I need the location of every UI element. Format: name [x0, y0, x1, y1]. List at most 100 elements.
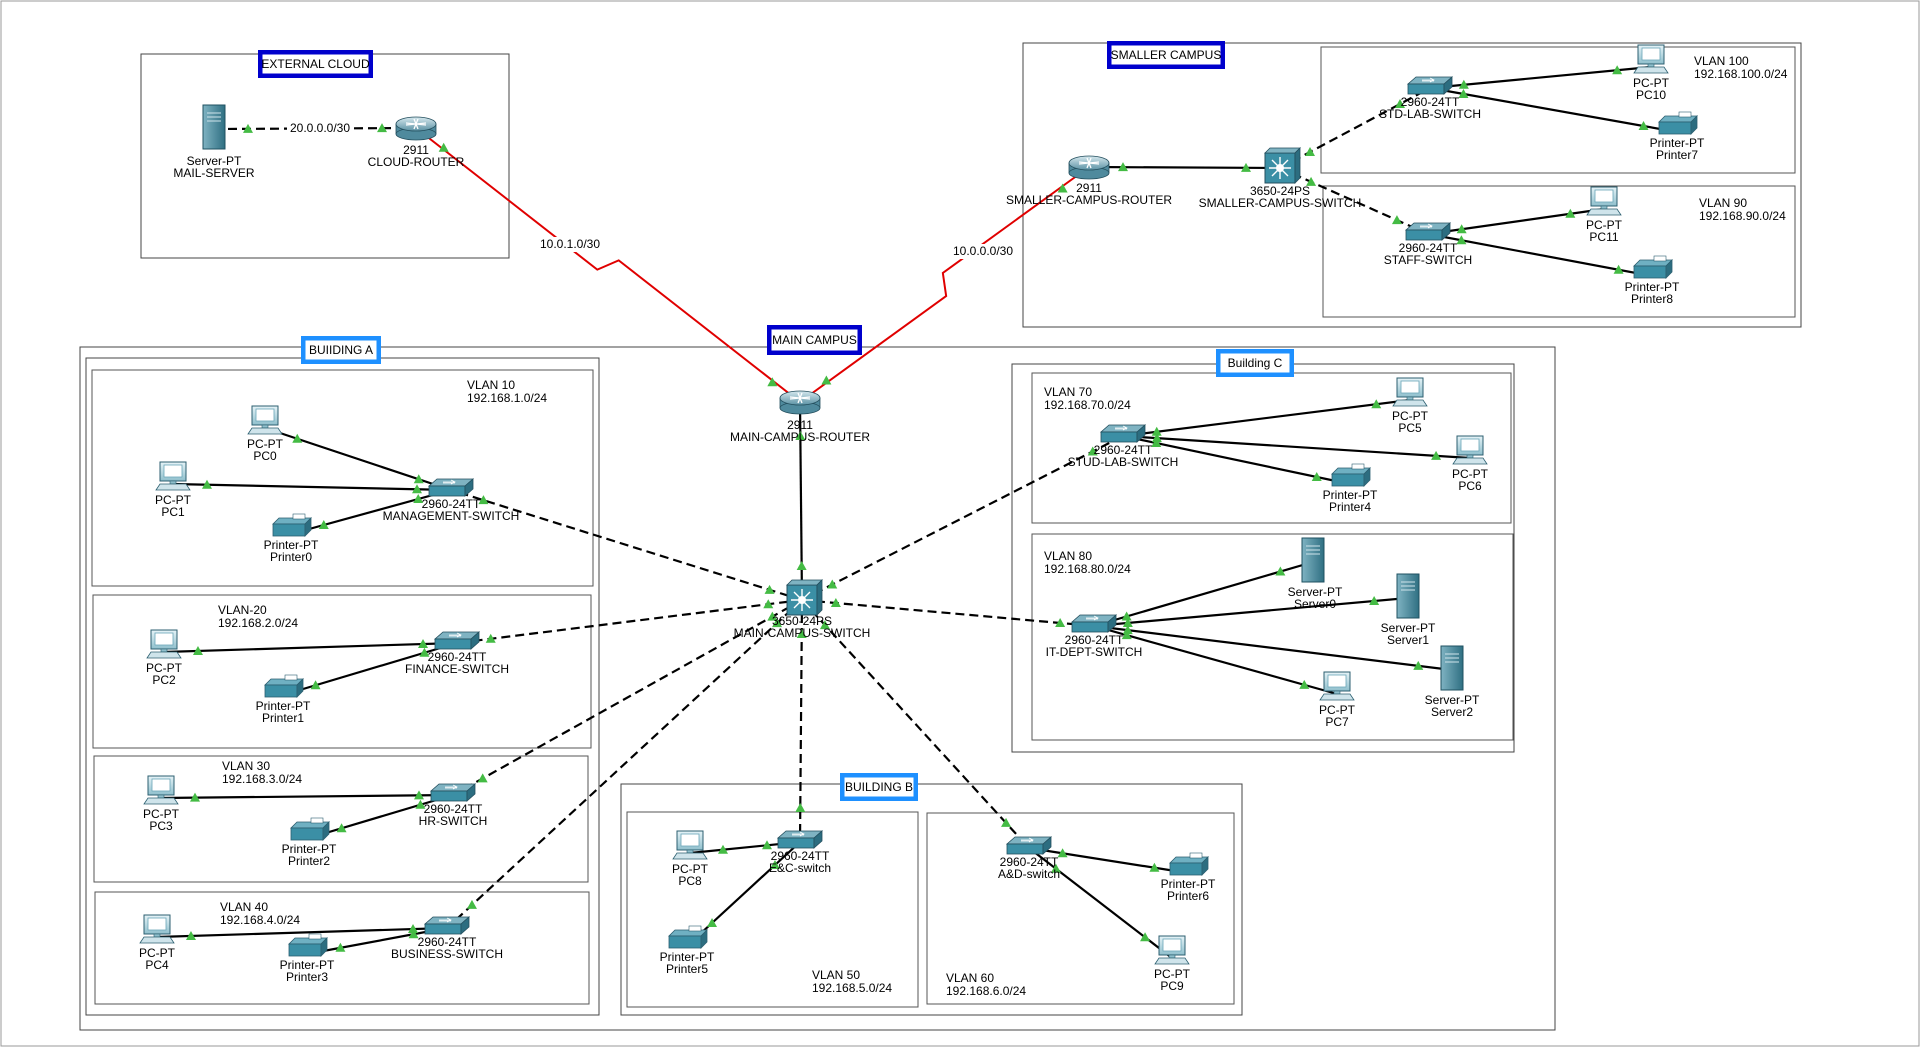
- link-status-light: [1456, 224, 1467, 234]
- pc-pc2[interactable]: [146, 629, 182, 659]
- switch-finance-switch[interactable]: [434, 631, 480, 650]
- printer-printer5[interactable]: [668, 925, 708, 949]
- switch-ec-switch[interactable]: [777, 830, 823, 849]
- straight-link[interactable]: [156, 926, 448, 939]
- printer-printer6[interactable]: [1169, 852, 1209, 876]
- pc-pc7[interactable]: [1319, 671, 1355, 701]
- pc-pc6[interactable]: [1452, 435, 1488, 465]
- link-status-light: [413, 474, 424, 484]
- switch-ad-switch[interactable]: [1006, 836, 1052, 855]
- router-cloud-router[interactable]: [395, 116, 437, 141]
- zone-title-text: BUIIDING A: [309, 343, 373, 357]
- device-model: PC-PT: [247, 437, 284, 451]
- straight-link[interactable]: [306, 926, 448, 956]
- link-status-light: [1122, 617, 1133, 627]
- crossover-link[interactable]: [801, 435, 1124, 601]
- device-model: 2960-24TT: [771, 849, 830, 863]
- device-name: Printer4: [1329, 500, 1371, 514]
- printer-printer3[interactable]: [288, 933, 328, 957]
- crossover-link[interactable]: [801, 599, 1030, 849]
- server-server2[interactable]: [1440, 645, 1464, 691]
- pc-pc1[interactable]: [155, 461, 191, 491]
- switch-staff-switch[interactable]: [1405, 222, 1451, 241]
- straight-link[interactable]: [264, 426, 452, 492]
- link-label: 10.0.0.0/30: [950, 244, 1016, 259]
- straight-link[interactable]: [1122, 434, 1351, 486]
- link-status-light: [1117, 162, 1128, 172]
- pc-pc10[interactable]: [1633, 44, 1669, 74]
- straight-link[interactable]: [1093, 624, 1453, 672]
- pc-pc3[interactable]: [143, 775, 179, 805]
- device-name: PC11: [1589, 230, 1618, 244]
- crossover-link[interactable]: [1279, 87, 1431, 169]
- device-name: E&C-switch: [769, 861, 831, 875]
- pc-icon: [1319, 671, 1355, 701]
- pc-pc8[interactable]: [672, 830, 708, 860]
- link-status-light: [1140, 932, 1151, 942]
- straight-link[interactable]: [282, 641, 458, 697]
- straight-link[interactable]: [1122, 398, 1411, 438]
- straight-link[interactable]: [1122, 434, 1471, 460]
- straight-link[interactable]: [1028, 846, 1189, 875]
- serial-link[interactable]: [799, 166, 1090, 403]
- pc-pc0[interactable]: [247, 405, 283, 435]
- straight-link[interactable]: [1427, 232, 1653, 278]
- straight-link[interactable]: [1093, 596, 1409, 628]
- switch-std-lab-switch[interactable]: [1407, 76, 1453, 95]
- link-status-light: [377, 123, 388, 133]
- mlswitch-main-campus-switch[interactable]: [786, 579, 823, 616]
- straight-link[interactable]: [1093, 560, 1314, 628]
- switch-management-switch[interactable]: [428, 478, 474, 497]
- straight-link[interactable]: [686, 841, 801, 947]
- printer-printer4[interactable]: [1331, 463, 1371, 487]
- straight-link[interactable]: [308, 793, 454, 840]
- straight-link[interactable]: [1088, 165, 1281, 170]
- straight-link[interactable]: [160, 793, 454, 800]
- server-mail-server[interactable]: [202, 104, 226, 150]
- router-smaller-campus-router[interactable]: [1068, 155, 1110, 180]
- crossover-link[interactable]: [450, 488, 803, 602]
- pc-pc11[interactable]: [1586, 186, 1622, 216]
- crossover-link[interactable]: [801, 598, 1095, 628]
- link-status-light: [1369, 596, 1380, 606]
- pc-pc9[interactable]: [1154, 935, 1190, 965]
- switch-hr-switch[interactable]: [430, 783, 476, 802]
- crossover-link[interactable]: [456, 598, 803, 645]
- link-status-light: [189, 792, 200, 802]
- printer-printer1[interactable]: [264, 674, 304, 698]
- device-name: PC2: [152, 673, 176, 687]
- crossover-link[interactable]: [452, 599, 803, 796]
- link-status-light: [485, 633, 496, 643]
- printer-printer7[interactable]: [1658, 111, 1698, 135]
- straight-link[interactable]: [290, 488, 452, 536]
- switch-icon: [424, 916, 470, 935]
- straight-link[interactable]: [172, 482, 452, 492]
- straight-link[interactable]: [1429, 65, 1652, 90]
- pc-pc5[interactable]: [1392, 377, 1428, 407]
- printer-printer2[interactable]: [290, 817, 330, 841]
- switch-business-switch[interactable]: [424, 916, 470, 935]
- straight-link[interactable]: [1093, 624, 1338, 696]
- straight-link[interactable]: [1427, 207, 1605, 236]
- straight-link[interactable]: [1429, 86, 1678, 134]
- server-server0[interactable]: [1301, 537, 1325, 583]
- printer-icon: [1658, 111, 1698, 135]
- server-server1[interactable]: [1396, 573, 1420, 619]
- printer-printer0[interactable]: [272, 513, 312, 537]
- switch-stud-lab-switch[interactable]: [1100, 424, 1146, 443]
- mlswitch-smaller-campus-switch[interactable]: [1264, 147, 1301, 184]
- switch-it-dept-switch[interactable]: [1071, 614, 1117, 633]
- pc-pc4[interactable]: [139, 914, 175, 944]
- printer-printer8[interactable]: [1633, 255, 1673, 279]
- straight-link[interactable]: [163, 641, 458, 654]
- pc-icon: [1586, 186, 1622, 216]
- crossover-link[interactable]: [798, 599, 804, 843]
- router-main-campus-router[interactable]: [779, 390, 821, 415]
- crossover-link[interactable]: [446, 599, 803, 929]
- serial-link[interactable]: [415, 127, 801, 403]
